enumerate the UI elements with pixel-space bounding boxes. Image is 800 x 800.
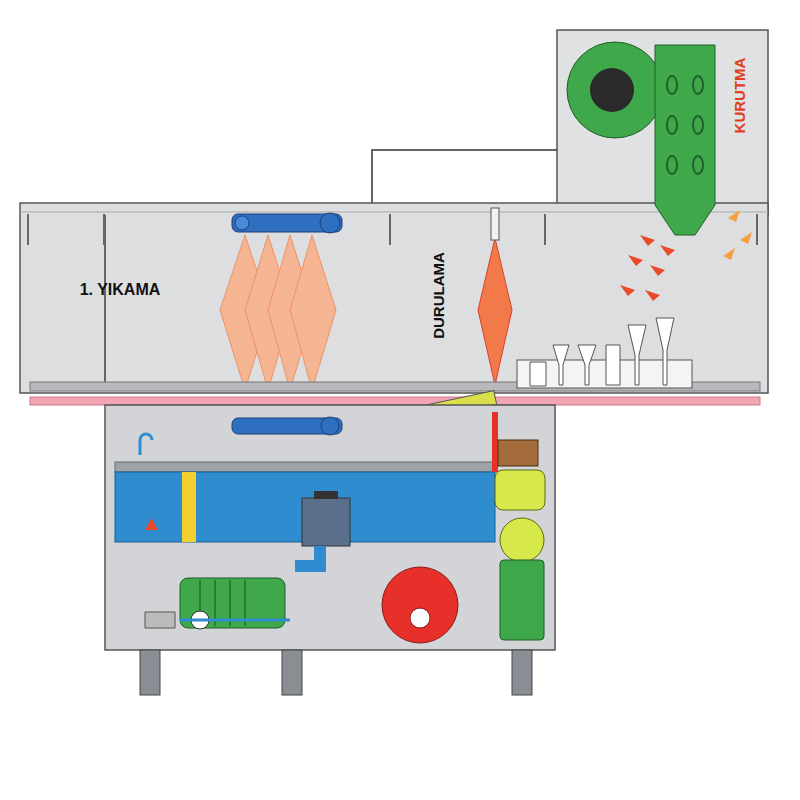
stage-label: DURULAMA bbox=[431, 252, 446, 339]
stage-label: 1. YIKAMA bbox=[80, 282, 161, 298]
stage-label: KURUTMA bbox=[732, 57, 747, 133]
